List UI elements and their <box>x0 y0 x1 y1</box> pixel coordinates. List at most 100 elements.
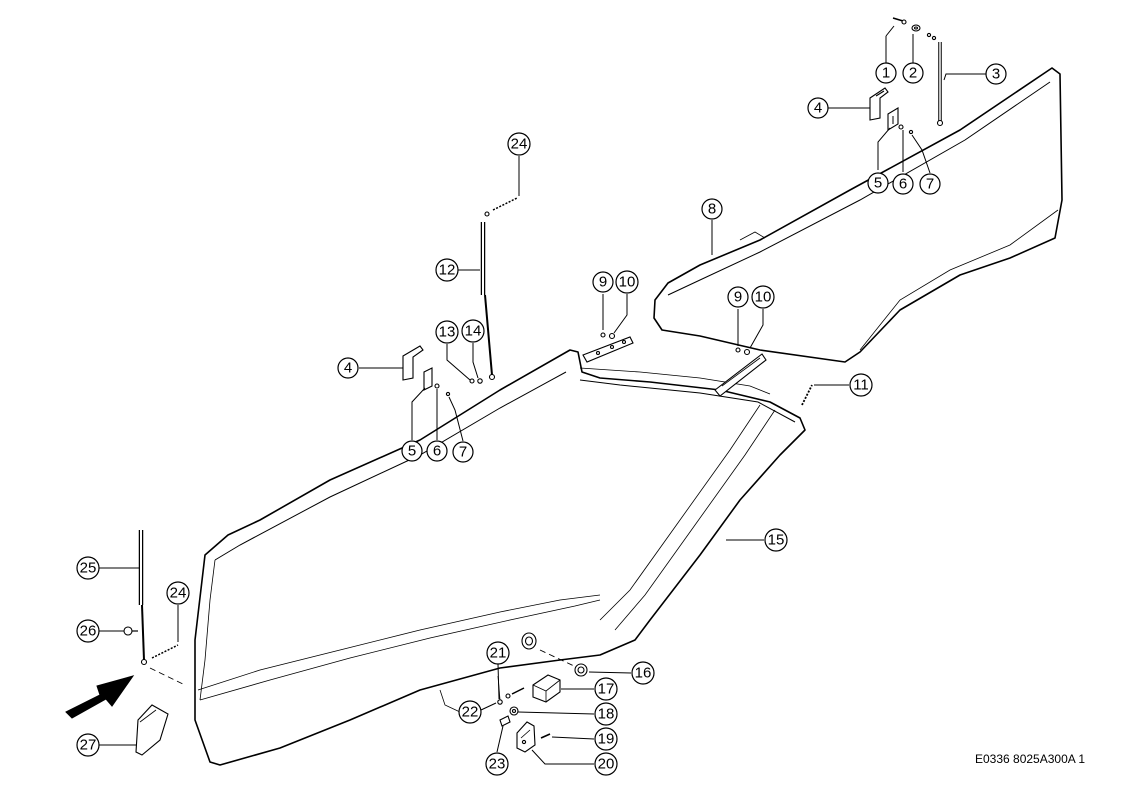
svg-text:7: 7 <box>459 444 467 461</box>
callout-4: 4 <box>807 97 829 119</box>
callout-5: 5 <box>867 172 889 194</box>
callout-14: 14 <box>461 319 485 343</box>
bolt-9-b <box>735 347 741 353</box>
callout-3: 3 <box>985 63 1007 85</box>
svg-text:10: 10 <box>619 274 636 291</box>
screw-19 <box>540 733 551 739</box>
ball-stud-26 <box>123 626 138 636</box>
callout-22: 22 <box>458 700 482 724</box>
callout-20: 20 <box>594 752 618 776</box>
callout-4: 4 <box>337 357 359 379</box>
bolt-9-a <box>600 332 606 338</box>
svg-text:5: 5 <box>408 443 416 460</box>
callout-16: 16 <box>631 661 655 685</box>
bolt-1 <box>892 17 907 25</box>
callout-23: 23 <box>485 752 509 776</box>
callout-17: 17 <box>594 677 618 701</box>
view-direction-arrow <box>65 675 135 719</box>
svg-text:20: 20 <box>598 756 615 773</box>
callout-24: 24 <box>166 581 190 605</box>
screw-11 <box>801 384 813 406</box>
washer-10-a <box>608 332 616 340</box>
svg-text:4: 4 <box>814 100 822 117</box>
svg-text:9: 9 <box>599 274 607 291</box>
callout-1: 1 <box>875 62 897 84</box>
hinge-rail-upper <box>582 336 634 363</box>
svg-text:21: 21 <box>490 645 507 662</box>
bracket-27 <box>135 704 169 756</box>
svg-text:13: 13 <box>439 324 456 341</box>
svg-text:10: 10 <box>755 289 772 306</box>
assembly-line-grommet <box>539 649 575 667</box>
svg-text:15: 15 <box>768 532 785 549</box>
leader-lines <box>99 25 986 765</box>
svg-text:1: 1 <box>882 65 890 82</box>
nut-13 <box>469 378 475 384</box>
svg-text:24: 24 <box>170 585 187 602</box>
svg-text:23: 23 <box>489 756 506 773</box>
callout-2: 2 <box>902 62 924 84</box>
svg-text:6: 6 <box>899 176 907 193</box>
nut-21-22 <box>497 687 525 705</box>
svg-text:12: 12 <box>439 262 456 279</box>
callout-10: 10 <box>615 270 639 294</box>
front-side-panel <box>194 349 806 766</box>
callout-8: 8 <box>701 198 723 220</box>
drawing-reference-code: E0336 8025A300A 1 <box>975 752 1086 766</box>
svg-text:19: 19 <box>598 731 615 748</box>
svg-text:16: 16 <box>635 665 652 682</box>
callout-27: 27 <box>76 733 100 757</box>
callout-9: 9 <box>727 286 749 308</box>
svg-text:25: 25 <box>80 560 97 577</box>
svg-text:14: 14 <box>465 323 482 340</box>
callout-10: 10 <box>751 285 775 309</box>
svg-text:3: 3 <box>992 66 1000 83</box>
svg-text:22: 22 <box>462 704 479 721</box>
svg-text:2: 2 <box>909 65 917 82</box>
svg-text:5: 5 <box>874 175 882 192</box>
svg-text:17: 17 <box>598 681 615 698</box>
callout-6: 6 <box>892 173 914 195</box>
svg-text:18: 18 <box>598 706 615 723</box>
hinge-bracket-upper <box>869 87 914 135</box>
callout-9: 9 <box>592 271 614 293</box>
callout-26: 26 <box>76 619 100 643</box>
svg-text:9: 9 <box>734 289 742 306</box>
gas-strut-middle <box>480 197 518 381</box>
callout-12: 12 <box>435 258 459 282</box>
callout-11: 11 <box>849 373 873 397</box>
latch-17 <box>532 674 561 703</box>
washer-18 <box>509 706 519 716</box>
washer-10-b <box>743 348 751 356</box>
callout-5: 5 <box>401 440 423 462</box>
callout-7: 7 <box>919 173 941 195</box>
callout-19: 19 <box>594 727 618 751</box>
svg-text:24: 24 <box>511 136 528 153</box>
gas-strut-lower <box>138 530 179 666</box>
striker-20 <box>516 721 536 753</box>
callout-13: 13 <box>435 320 459 344</box>
svg-text:11: 11 <box>853 377 869 394</box>
pin-23 <box>499 715 511 727</box>
callout-6: 6 <box>426 440 448 462</box>
callout-7: 7 <box>452 441 474 463</box>
callouts: 1 2 3 4 5 6 7 8 9 10 9 10 11 12 13 14 24… <box>76 62 1007 776</box>
hinge-bracket-middle <box>402 345 451 397</box>
washer-14 <box>477 378 483 384</box>
callout-25: 25 <box>76 556 100 580</box>
svg-text:7: 7 <box>926 176 934 193</box>
callout-18: 18 <box>594 702 618 726</box>
washer-2 <box>911 24 921 32</box>
callout-15: 15 <box>764 528 788 552</box>
svg-text:6: 6 <box>433 443 441 460</box>
callout-21: 21 <box>486 641 510 665</box>
svg-text:8: 8 <box>708 201 716 218</box>
assembly-line-strut <box>149 667 186 686</box>
callout-24: 24 <box>507 132 531 156</box>
svg-text:26: 26 <box>80 623 97 640</box>
hinge-rail-middle <box>714 353 767 397</box>
gas-strut-upper <box>926 32 944 127</box>
svg-text:27: 27 <box>80 737 97 754</box>
grommet-16 <box>521 632 588 677</box>
